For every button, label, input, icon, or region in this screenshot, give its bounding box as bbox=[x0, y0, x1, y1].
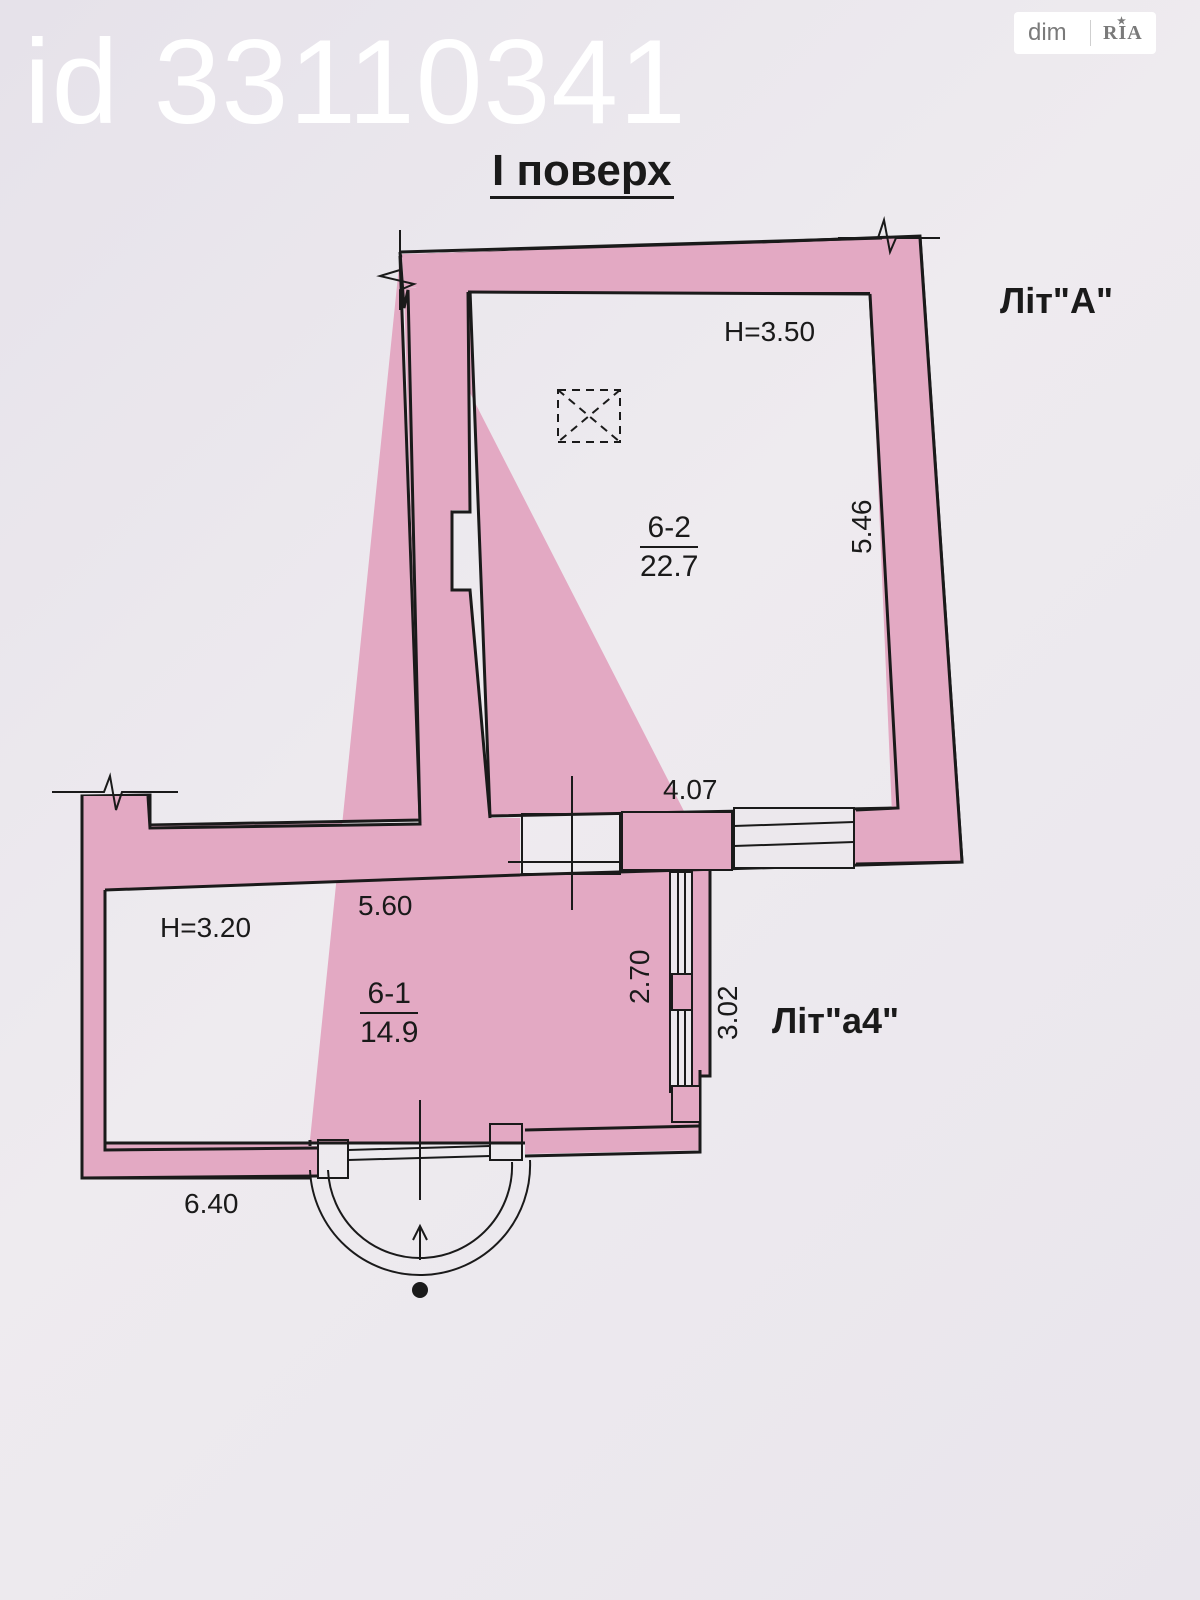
break-marker-1 bbox=[838, 216, 940, 256]
room-number: 6-1 bbox=[360, 978, 419, 1014]
dimension-6-1-width: 5.60 bbox=[358, 890, 413, 921]
dimension-6-2-length: 5.46 bbox=[846, 499, 877, 555]
brand-ria-text: RIA bbox=[1103, 16, 1143, 45]
dimension-annex-total: 6.40 bbox=[184, 1188, 239, 1219]
break-marker-2 bbox=[376, 230, 418, 310]
entrance-marker bbox=[412, 1282, 428, 1298]
building-label-lit-a4: Літ"а4" bbox=[772, 1000, 900, 1041]
floor-title: І поверх bbox=[490, 146, 674, 199]
entrance-steps bbox=[309, 1159, 532, 1277]
brand-separator bbox=[1090, 20, 1091, 46]
dimension-6-2-width: 4.07 bbox=[663, 774, 718, 805]
listing-id-watermark: id 33110341 bbox=[24, 15, 687, 149]
dimension-annex-outer: 3.02 bbox=[712, 985, 743, 1041]
window-top bbox=[733, 807, 855, 869]
wall-pier bbox=[621, 811, 733, 871]
top-wall bbox=[402, 240, 880, 292]
height-label-6-2: H=3.50 bbox=[724, 316, 816, 347]
height-label-6-1: H=3.20 bbox=[160, 912, 252, 943]
room-area: 22.7 bbox=[640, 549, 699, 583]
dim-ria-logo: dim RIA bbox=[1014, 12, 1156, 54]
room-area: 14.9 bbox=[360, 1015, 419, 1049]
right-wall bbox=[868, 238, 962, 862]
top-wall-outline bbox=[399, 236, 883, 254]
room-label-6-1: 6-1 14.9 bbox=[360, 978, 419, 1049]
brand-dim-text: dim bbox=[1028, 19, 1067, 46]
bottom-wall-left bbox=[82, 1146, 318, 1178]
room-label-6-2: 6-2 22.7 bbox=[640, 512, 699, 583]
ventilation-symbol bbox=[557, 389, 621, 443]
dimension-6-1-inner: 2.70 bbox=[624, 949, 655, 1005]
bottom-wall-right bbox=[525, 1126, 700, 1154]
middle-wall bbox=[82, 796, 520, 1146]
room-number: 6-2 bbox=[640, 512, 699, 548]
building-label-lit-a: Літ"А" bbox=[1000, 280, 1114, 321]
break-marker-3 bbox=[52, 772, 178, 811]
